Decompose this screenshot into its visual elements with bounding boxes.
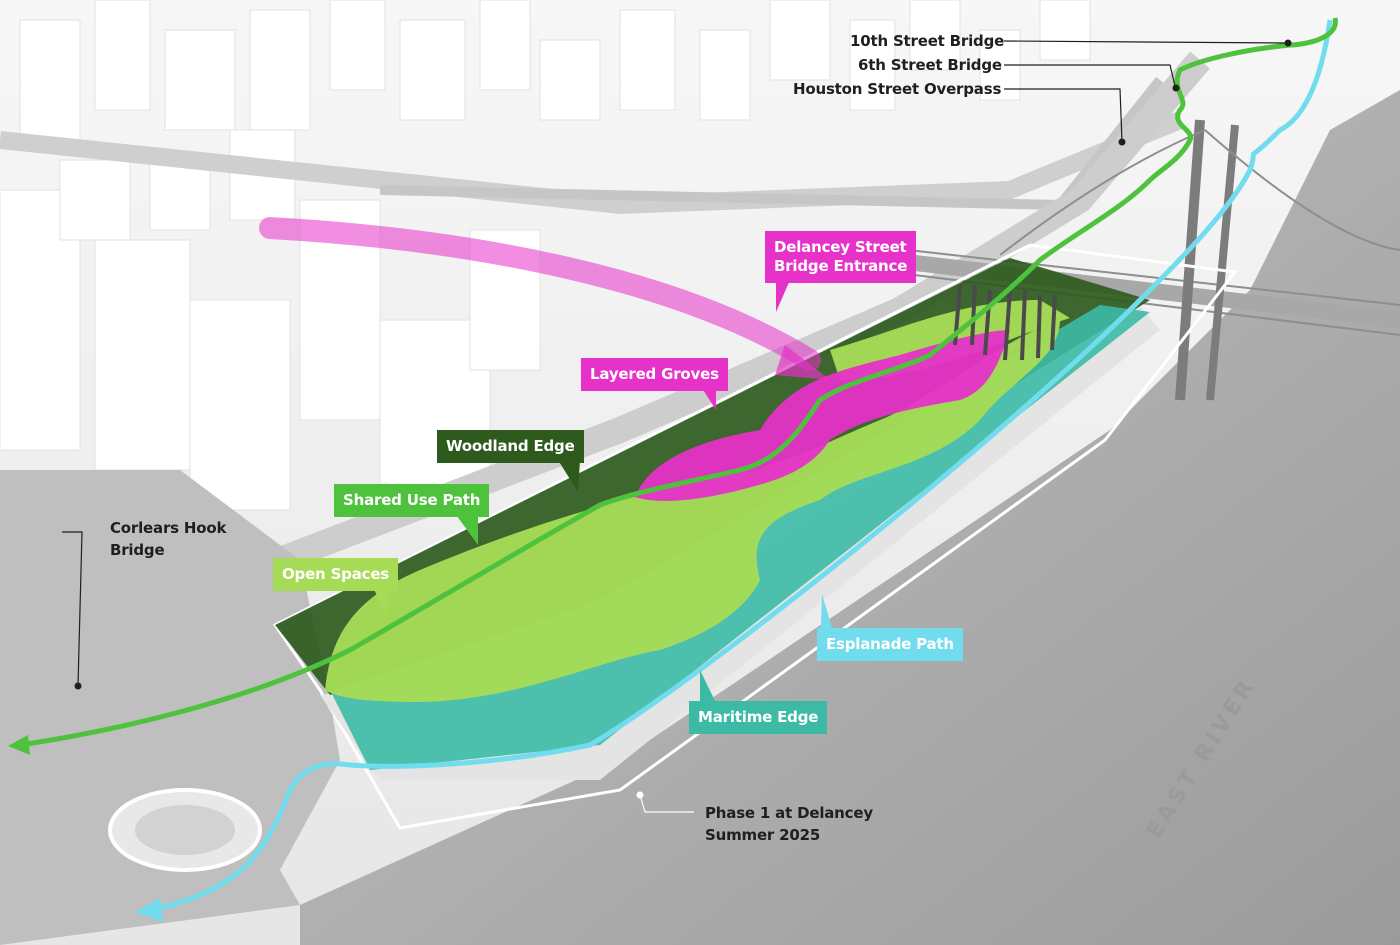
label-layered-groves: Layered Groves — [581, 358, 728, 391]
bridge-pilings — [953, 284, 1057, 361]
layered-groves-zone — [635, 330, 1010, 501]
callout-6th-street-bridge: 6th Street Bridge — [858, 56, 1002, 74]
label-woodland-edge: Woodland Edge — [437, 430, 584, 463]
callout-line-1: Corlears Hook — [110, 519, 227, 537]
label-delancey-street-bridge-entrance: Delancey Street Bridge Entrance — [765, 231, 917, 283]
callout-line-2: Bridge — [110, 541, 165, 559]
callout-line-1: Phase 1 at Delancey — [705, 804, 873, 822]
label-shared-use-path: Shared Use Path — [334, 484, 490, 517]
open-spaces-zone — [325, 320, 1060, 702]
williamsburg-bridge — [889, 119, 1400, 401]
callout-corlears-hook-bridge: Corlears Hook Bridge — [110, 517, 226, 561]
callout-phase-1: Phase 1 at Delancey Summer 2025 — [705, 802, 873, 846]
label-line-2: Bridge Entrance — [774, 257, 908, 275]
delancey-entrance-arrow — [259, 217, 821, 371]
east-river-water — [300, 90, 1400, 945]
label-line-1: Delancey Street — [774, 238, 907, 256]
callout-line-2: Summer 2025 — [705, 826, 821, 844]
callout-houston-street-overpass: Houston Street Overpass — [793, 80, 1002, 98]
label-open-spaces: Open Spaces — [273, 558, 399, 591]
label-maritime-edge: Maritime Edge — [689, 701, 828, 734]
esplanade-path-line — [149, 19, 1333, 913]
leader-lines — [62, 40, 1289, 687]
callout-10th-street-bridge: 10th Street Bridge — [850, 32, 1005, 50]
label-esplanade-path: Esplanade Path — [817, 628, 963, 661]
